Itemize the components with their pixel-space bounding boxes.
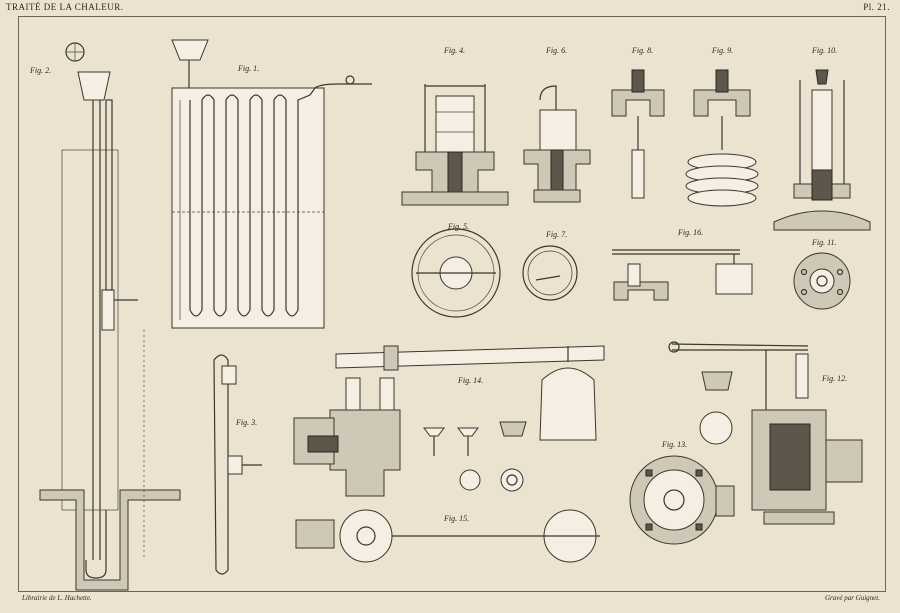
fig10-label: Fig. 10. [812,46,838,55]
fig3-drawing [213,354,262,575]
fig4-label: Fig. 4. [444,46,466,55]
fig5-label: Fig. 5. [448,222,470,231]
fig8-drawing [611,69,665,199]
fig11-drawing [793,252,851,310]
fig9-drawing [685,69,759,207]
fig9-label: Fig. 9. [712,46,734,55]
plate-number: Pl. 21. [863,2,890,12]
fig7-drawing [522,245,578,301]
fig12-label: Fig. 12. [822,374,848,383]
publisher-credit: Librairie de L. Hachette. [22,594,92,602]
fig15-label: Fig. 15. [444,514,470,523]
fig1-drawing [171,39,372,329]
fig15-drawing [295,509,600,563]
fig14-drawing [293,345,605,497]
plate-frame [18,16,886,592]
fig11-label: Fig. 11. [812,238,837,247]
fig13-drawing [629,455,735,545]
fig14-parts [423,421,527,492]
fig2-label: Fig. 2. [30,66,52,75]
fig3-label: Fig. 3. [236,418,258,427]
fig7-label: Fig. 7. [546,230,568,239]
fig10-drawing [773,69,871,231]
fig5-drawing [411,228,501,318]
fig1-label: Fig. 1. [238,64,260,73]
fig14-label: Fig. 14. [458,376,484,385]
fig4-drawing [401,84,509,206]
engraver-credit: Gravé par Guignet. [824,594,880,602]
running-title: TRAITÉ DE LA CHALEUR. [6,2,124,12]
fig6-drawing [523,85,591,203]
fig13-label: Fig. 13. [662,440,688,449]
fig12-drawing [668,341,863,525]
fig6-label: Fig. 6. [546,46,568,55]
fig8-label: Fig. 8. [632,46,654,55]
fig16-drawing [612,249,753,301]
fig16-label: Fig. 16. [678,228,704,237]
fig2-drawing [39,42,181,591]
